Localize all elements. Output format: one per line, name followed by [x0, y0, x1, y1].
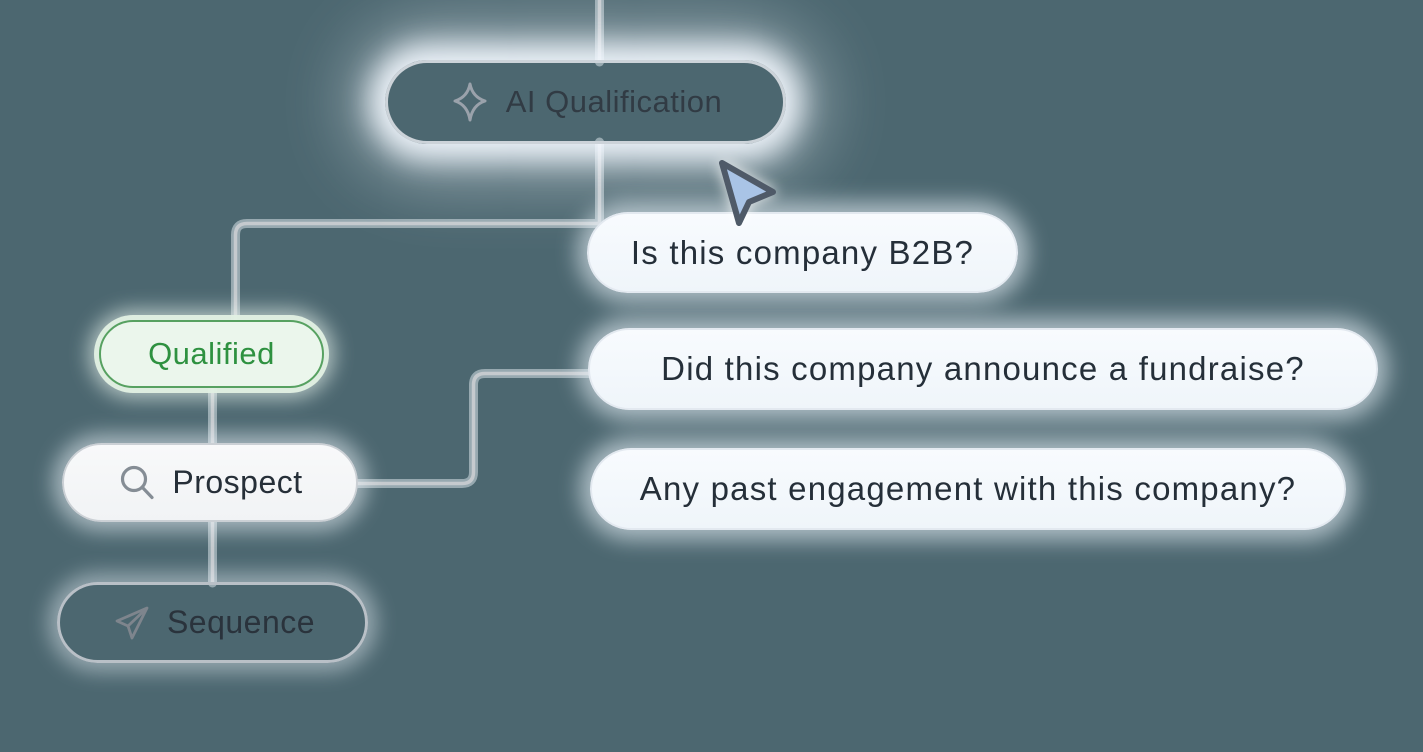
node-ai-qualification[interactable]: AI Qualification — [385, 60, 786, 144]
node-prospect[interactable]: Prospect — [62, 443, 358, 522]
sparkle-icon — [449, 80, 491, 124]
node-label: Prospect — [172, 464, 303, 500]
send-icon — [110, 602, 152, 644]
node-label: AI Qualification — [505, 84, 723, 119]
node-sequence[interactable]: Sequence — [57, 582, 368, 663]
question-text: Did this company announce a fundraise? — [661, 350, 1305, 387]
magnifier-icon — [117, 463, 157, 503]
question-bubble-engagement[interactable]: Any past engagement with this company? — [590, 448, 1346, 530]
question-text: Is this company B2B? — [630, 233, 975, 271]
node-label: Sequence — [166, 604, 316, 640]
node-qualified[interactable]: Qualified — [99, 320, 324, 388]
question-bubble-b2b[interactable]: Is this company B2B? — [587, 212, 1018, 293]
question-text: Any past engagement with this company? — [639, 470, 1297, 507]
node-label: Qualified — [148, 336, 275, 371]
pointer-cursor-icon — [719, 160, 776, 226]
question-bubble-fundraise[interactable]: Did this company announce a fundraise? — [588, 328, 1378, 410]
